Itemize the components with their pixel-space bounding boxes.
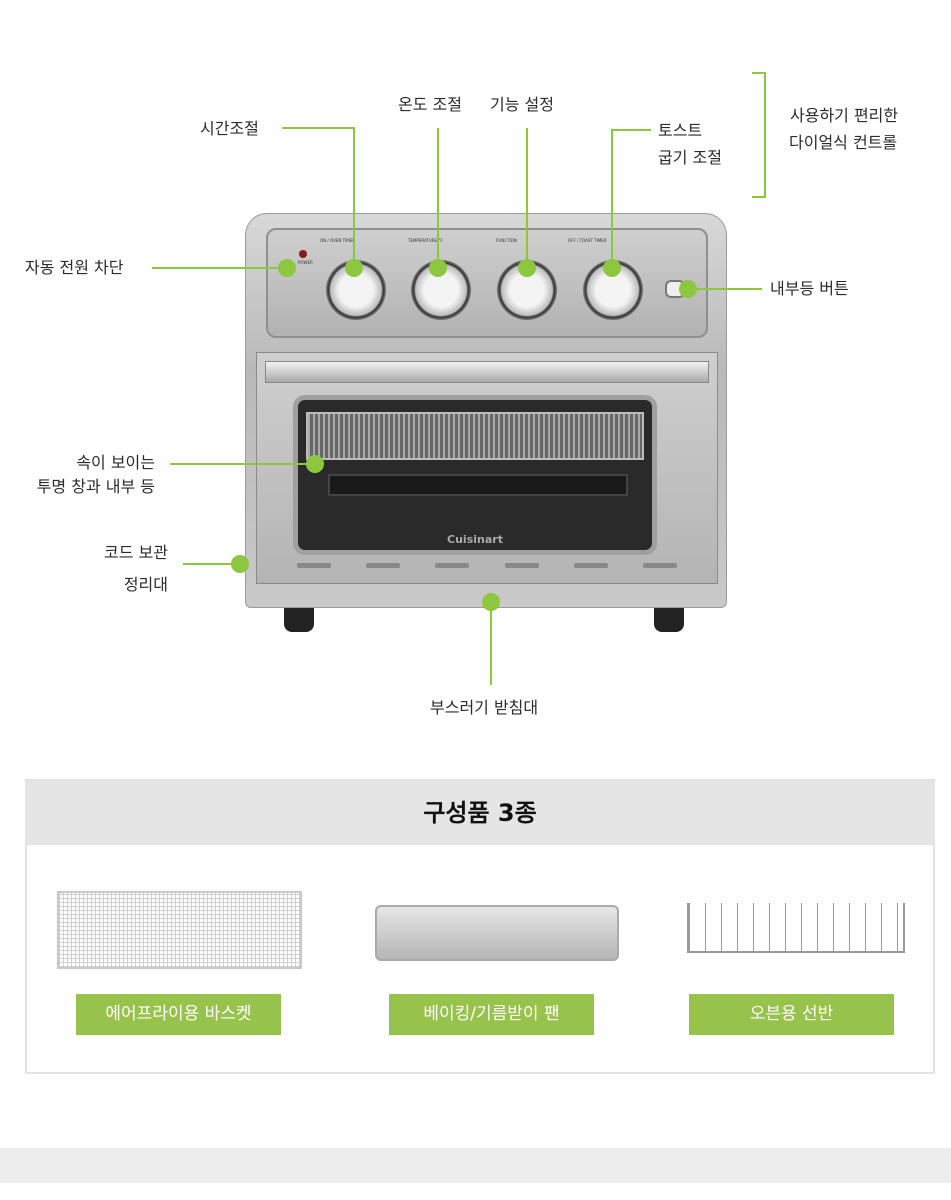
crumb-tray-callout: 부스러기 받침대	[430, 698, 539, 717]
function-callout: 기능 설정	[490, 95, 554, 114]
callout-dot	[518, 259, 536, 277]
function-dial-label: FUNCTION	[496, 238, 517, 243]
auto-off-callout: 자동 전원 차단	[25, 258, 124, 277]
callout-dot	[231, 555, 249, 573]
callout-line	[611, 129, 613, 268]
dial-note-line2: 다이얼식 컨트롤	[789, 133, 898, 152]
oven-rack-label: 오븐용 선반	[689, 994, 894, 1035]
callout-line	[282, 127, 355, 129]
callout-dot	[679, 280, 697, 298]
callout-line	[353, 127, 355, 268]
temperature-callout: 온도 조절	[398, 95, 462, 114]
control-panel: POWER ON / OVEN TIMER TEMPERATURE °F FUN…	[266, 228, 708, 338]
callout-line	[437, 128, 439, 268]
callout-dot	[278, 259, 296, 277]
timer-dial-label: ON / OVEN TIMER	[320, 238, 356, 243]
callout-dot	[482, 593, 500, 611]
power-indicator	[299, 250, 307, 258]
baking-pan-label: 베이킹/기름받이 팬	[389, 994, 594, 1035]
light-button-callout: 내부등 버튼	[770, 279, 849, 298]
temp-dial-label: TEMPERATURE °F	[408, 238, 443, 243]
callout-line	[688, 288, 762, 290]
vents	[297, 563, 677, 568]
callout-line	[152, 267, 287, 269]
callout-line	[170, 463, 315, 465]
callout-dot	[306, 455, 324, 473]
basket-label: 에어프라이용 바스켓	[76, 994, 281, 1035]
dial-note-line1: 사용하기 편리한	[790, 106, 899, 125]
callout-line	[611, 129, 651, 131]
callout-line	[526, 128, 528, 268]
toast-dial-label: OFF / TOAST TIMER	[568, 238, 607, 243]
window-callout-line2: 투명 창과 내부 등	[36, 477, 155, 496]
oven-foot	[654, 608, 684, 632]
components-title: 구성품 3종	[27, 781, 933, 845]
callout-line	[183, 563, 240, 565]
callout-dot	[345, 259, 363, 277]
oven-window: Cuisinart	[293, 395, 657, 555]
toast-callout-line1: 토스트	[658, 121, 703, 140]
callout-dot	[429, 259, 447, 277]
basket-image	[57, 891, 302, 969]
basket-in-oven	[306, 412, 644, 460]
baking-pan-image	[375, 905, 619, 961]
dial-bracket	[752, 72, 766, 198]
toaster-oven-image: POWER ON / OVEN TIMER TEMPERATURE °F FUN…	[245, 213, 727, 608]
window-callout-line1: 속이 보이는	[76, 453, 155, 472]
cord-callout-line2: 정리대	[123, 575, 168, 594]
oven-door: Cuisinart	[256, 352, 718, 584]
cord-callout-line1: 코드 보관	[104, 543, 168, 562]
timer-callout: 시간조절	[200, 119, 259, 138]
callout-line	[490, 602, 492, 685]
toast-callout-line2: 굽기 조절	[658, 148, 722, 167]
door-handle	[265, 361, 709, 383]
footer-bar	[0, 1148, 951, 1183]
components-section: 구성품 3종 에어프라이용 바스켓 베이킹/기름받이 팬 오븐용 선반	[25, 779, 935, 1074]
brand-logo: Cuisinart	[447, 533, 503, 546]
callout-dot	[603, 259, 621, 277]
oven-foot	[284, 608, 314, 632]
pan-in-oven	[328, 474, 628, 496]
power-label: POWER	[298, 260, 313, 265]
oven-rack-image	[687, 903, 905, 953]
